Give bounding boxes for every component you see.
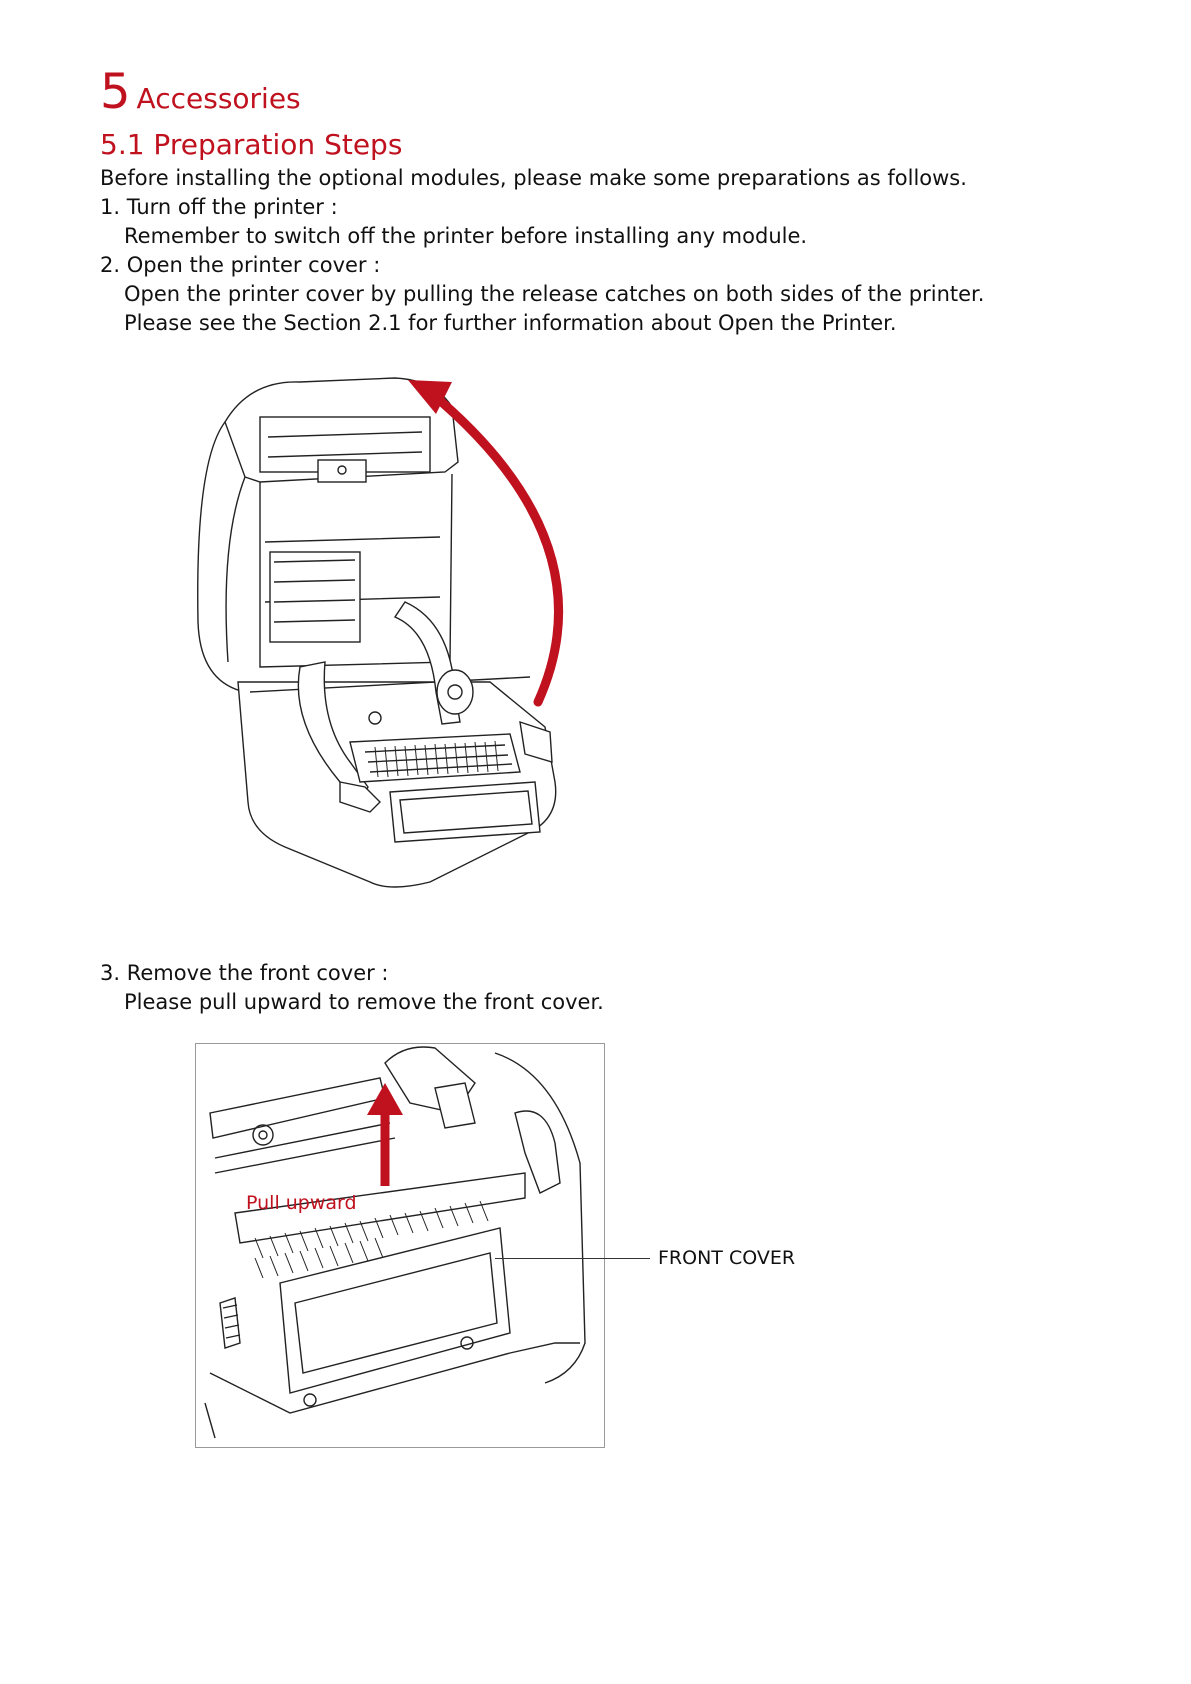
front-cover-callout-line	[495, 1258, 650, 1259]
step-2-heading: 2. Open the printer cover :	[100, 253, 381, 277]
pull-upward-label: Pull upward	[246, 1192, 357, 1214]
step-3-text: Please pull upward to remove the front c…	[124, 990, 604, 1014]
chapter-title: Accessories	[136, 82, 301, 115]
step-1-heading: 1. Turn off the printer :	[100, 195, 338, 219]
step-3-heading: 3. Remove the front cover :	[100, 961, 389, 985]
chapter-number: 5	[100, 64, 131, 120]
front-cover-illustration	[195, 1043, 605, 1448]
front-cover-label: FRONT COVER	[658, 1247, 796, 1269]
open-printer-illustration	[197, 377, 564, 888]
section-title: 5.1 Preparation Steps	[100, 128, 403, 161]
step-2-text-2: Please see the Section 2.1 for further i…	[124, 311, 897, 335]
step-1-text: Remember to switch off the printer befor…	[124, 224, 808, 248]
intro-text: Before installing the optional modules, …	[100, 166, 967, 190]
step-2-text-1: Open the printer cover by pulling the re…	[124, 282, 985, 306]
